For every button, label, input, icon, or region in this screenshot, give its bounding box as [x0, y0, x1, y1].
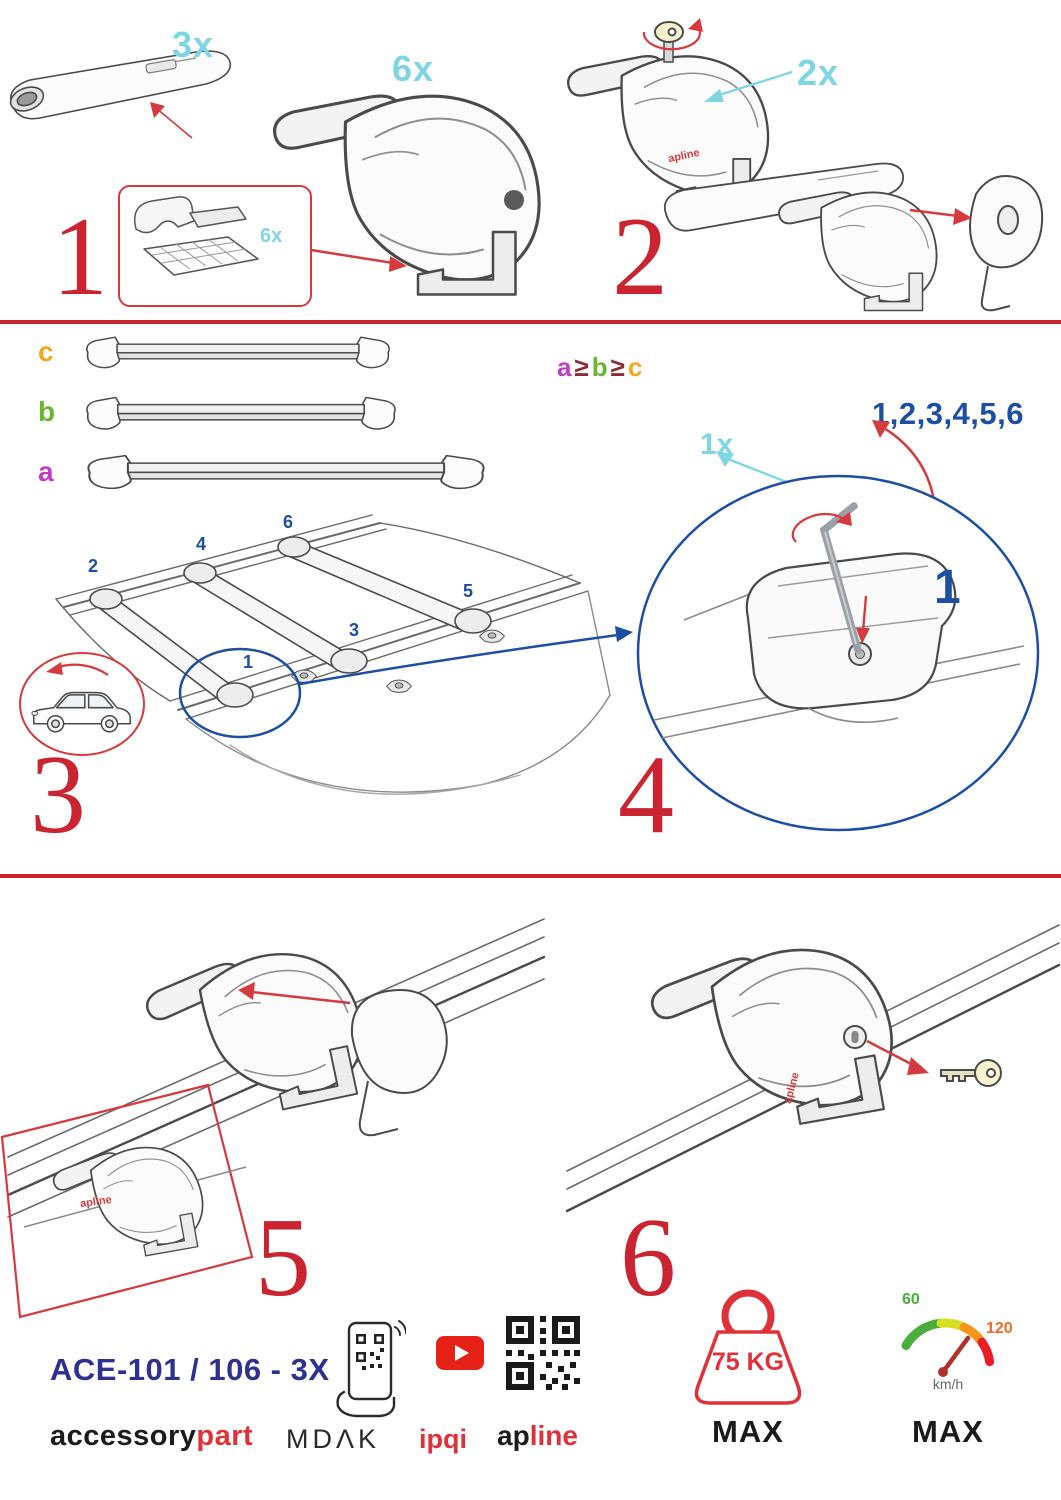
youtube-icon	[436, 1336, 484, 1370]
step-6-number: 6	[620, 1196, 676, 1320]
bar-label-a: a	[38, 456, 54, 487]
size-rule: a≥b≥c	[556, 352, 644, 383]
roof-mounting-illustration	[55, 514, 611, 795]
pad-to-foot-arrow	[310, 248, 407, 272]
max-load-value: 75 KG	[711, 1348, 785, 1376]
rule-gte-2: ≥	[610, 352, 626, 382]
brand-badge	[504, 190, 524, 210]
bar-endcap-illustration	[663, 162, 1044, 312]
max-load-weight-icon	[694, 1289, 802, 1405]
position-number-1: 1	[243, 652, 254, 672]
position-1-highlight-circle	[178, 647, 302, 739]
lock-with-key-illustration	[565, 924, 1061, 1213]
brand-black-part: accessory	[50, 1420, 197, 1452]
brand-wordmark: accessorypart	[50, 1420, 253, 1453]
max-speed-label: MAX	[912, 1414, 984, 1449]
bar-pointer-arrow	[150, 102, 193, 139]
clamp-insertion-illustration	[0, 918, 545, 1319]
rule-a: a	[557, 352, 573, 382]
rule-c: c	[627, 352, 644, 382]
mdak-logo: MDΛK	[286, 1424, 381, 1454]
step-4-number: 4	[618, 733, 674, 857]
rubber-pad-illustration	[134, 196, 259, 276]
step-2-number: 2	[612, 195, 668, 319]
foot-quantity-label: 6x	[392, 48, 435, 89]
car-direction-inset	[19, 652, 145, 756]
phone-qr-scan-icon	[336, 1320, 406, 1418]
key-quantity-arrow	[704, 70, 793, 102]
zoom-pointer-arrow	[299, 626, 633, 686]
detail-frame	[0, 1083, 254, 1319]
foot-with-key-illustration	[567, 18, 770, 208]
section-divider-1	[0, 320, 1061, 324]
position-number-4: 4	[196, 534, 207, 554]
brand-red-part: part	[196, 1420, 254, 1452]
bar-label-b: b	[38, 396, 56, 427]
speed-high-label: 120	[986, 1320, 1013, 1337]
model-code: ACE-101 / 106 - 3X	[50, 1352, 330, 1387]
apline-black-part: ap	[497, 1420, 530, 1451]
max-load-label: MAX	[712, 1414, 784, 1449]
allen-key-icon	[819, 502, 862, 654]
tightening-order-label: 1,2,3,4,5,6	[872, 396, 1025, 431]
bar-quantity-label: 3x	[172, 24, 215, 65]
foot-clamp-illustration	[272, 94, 541, 297]
step-1-number: 1	[52, 195, 108, 319]
position-number-3: 3	[349, 620, 360, 640]
first-position-label: 1	[934, 561, 961, 614]
crossbar-profile-illustration	[9, 50, 232, 120]
speed-low-label: 60	[902, 1291, 920, 1308]
crossbar-b-illustration	[86, 396, 396, 430]
pad-quantity-label: 6x	[260, 225, 283, 247]
apline-red-part: line	[529, 1420, 578, 1451]
apline-wordmark: apline	[497, 1420, 578, 1452]
rule-gte-1: ≥	[574, 352, 590, 382]
position-number-5: 5	[463, 581, 474, 601]
position-number-6: 6	[283, 512, 294, 532]
rule-b: b	[591, 352, 609, 382]
crossbar-c-illustration	[86, 336, 390, 369]
pad-detail-inset: 6x	[118, 185, 312, 307]
speed-unit-label: km/h	[932, 1376, 964, 1392]
key-quantity-label: 2x	[797, 52, 840, 93]
qr-code-icon	[506, 1316, 580, 1390]
section-divider-2	[0, 874, 1061, 878]
step-3-number: 3	[30, 733, 86, 857]
foot-zoom-detail	[636, 474, 1040, 832]
ipqi-logo: ipqi	[419, 1424, 467, 1454]
key-icon	[940, 1059, 1002, 1087]
bar-label-c: c	[38, 336, 54, 367]
position-number-2: 2	[88, 556, 99, 576]
step-5-number: 5	[255, 1196, 311, 1320]
max-speed-gauge-icon	[901, 1318, 995, 1377]
